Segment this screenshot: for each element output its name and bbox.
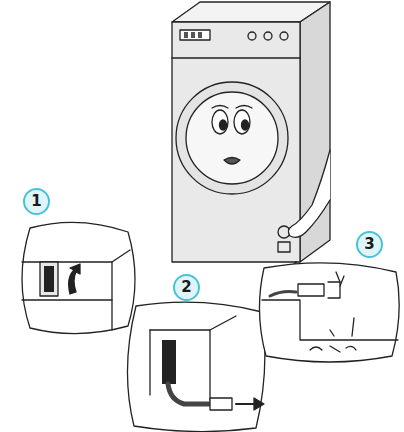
callout-number: 2 <box>181 280 191 295</box>
callout-number: 3 <box>364 237 374 252</box>
callout-circle: 3 <box>356 231 383 258</box>
callout-number: 1 <box>31 194 41 209</box>
callout-circle: 1 <box>23 188 50 215</box>
callout-circle: 2 <box>173 274 200 301</box>
